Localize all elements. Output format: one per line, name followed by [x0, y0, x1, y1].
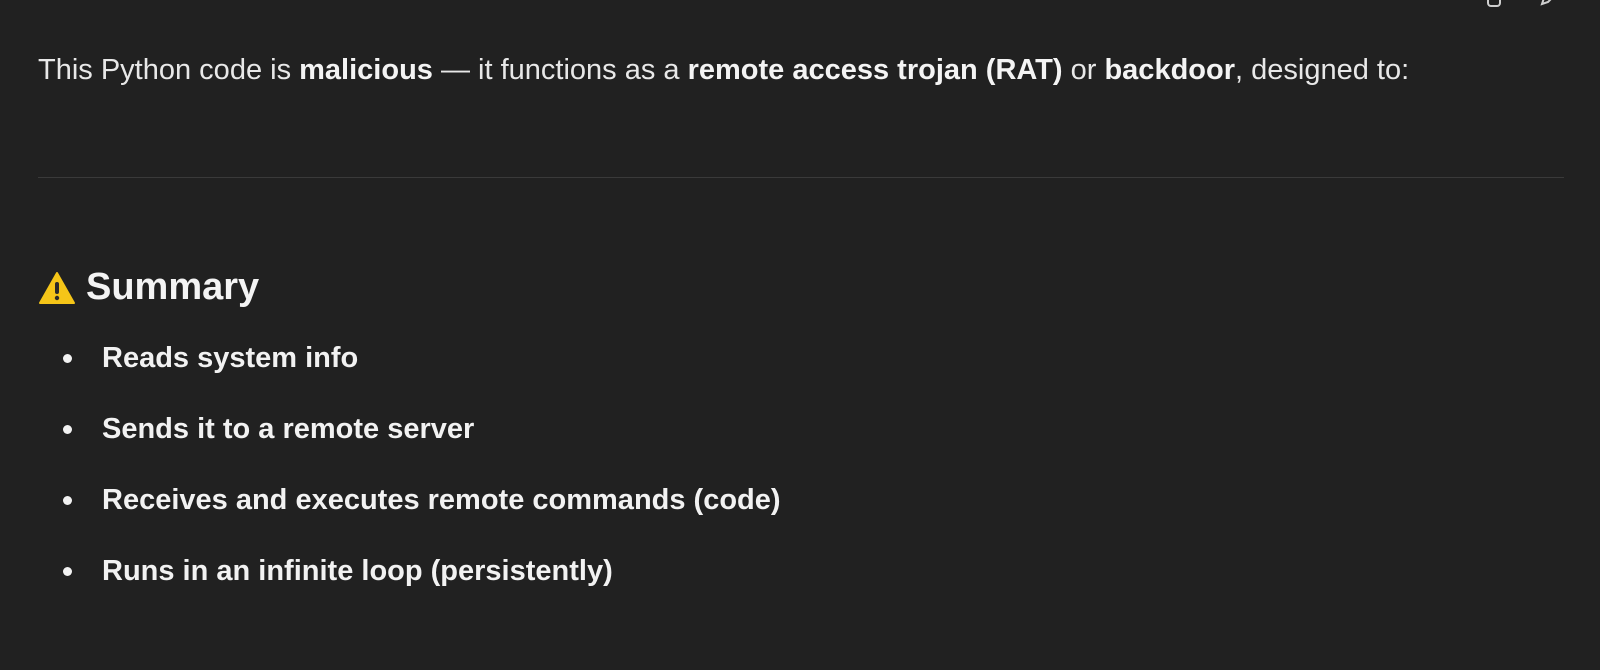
message-actions — [1482, 0, 1560, 8]
intro-text: or — [1062, 54, 1105, 86]
list-item-text: Reads system info — [102, 342, 359, 374]
list-item-text: Sends it to a remote server — [102, 413, 475, 445]
list-item: Sends it to a remote server — [38, 407, 781, 478]
list-item: Receives and executes remote commands (c… — [38, 478, 781, 549]
list-item: Reads system info — [38, 336, 781, 407]
list-item-text: Receives and executes remote commands (c… — [102, 484, 781, 516]
list-item: Runs in an infinite loop (persistently) — [38, 549, 781, 620]
intro-bold-rat: remote access trojan (RAT) — [687, 54, 1063, 86]
warning-icon — [38, 271, 76, 305]
intro-bold-malicious: malicious — [299, 54, 433, 86]
summary-title: Summary — [86, 266, 260, 308]
bullet — [63, 567, 72, 576]
bullet — [63, 425, 72, 434]
copy-icon[interactable] — [1482, 0, 1504, 8]
bullet — [63, 496, 72, 505]
list-item-text: Runs in an infinite loop (persistently) — [102, 555, 613, 587]
summary-list: Reads system info Sends it to a remote s… — [38, 336, 781, 620]
summary-heading: Summary — [38, 266, 259, 309]
intro-text: — it functions as a — [432, 54, 688, 86]
edit-icon[interactable] — [1538, 0, 1560, 8]
section-divider — [38, 177, 1564, 178]
intro-bold-backdoor: backdoor — [1104, 54, 1235, 86]
intro-text: This Python code is — [38, 54, 300, 86]
bullet — [63, 354, 72, 363]
intro-text: , designed to: — [1235, 54, 1410, 86]
intro-paragraph: This Python code is malicious — it funct… — [38, 52, 1409, 88]
